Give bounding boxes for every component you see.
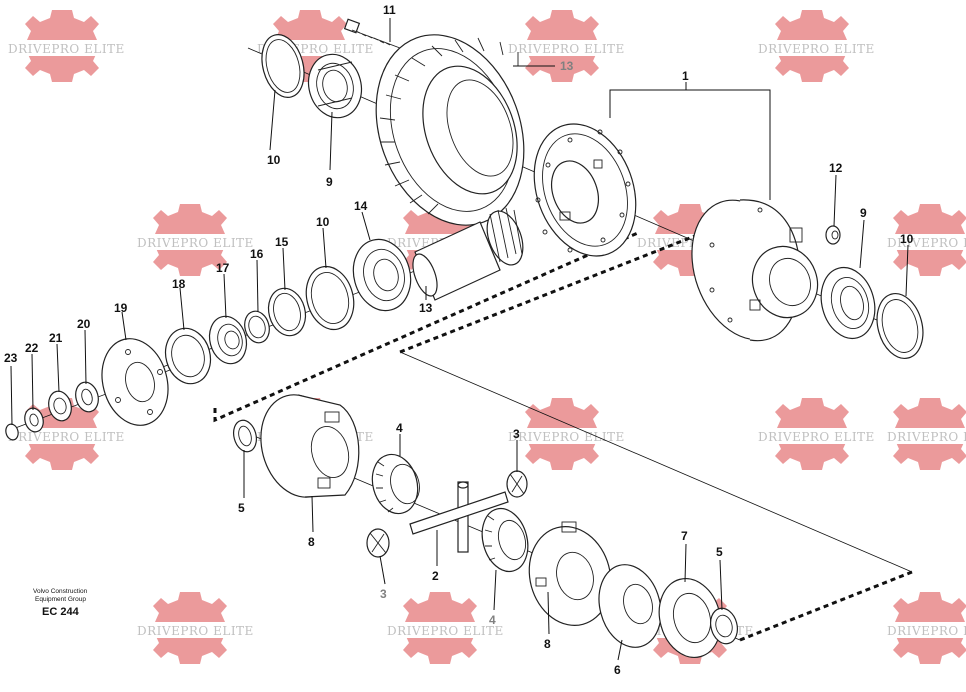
callout-11: 11 <box>383 3 396 17</box>
watermark-logo: DRIVEPRO ELITE <box>757 398 875 470</box>
watermark-logo: DRIVEPRO ELITE <box>875 204 966 276</box>
part-16-ring <box>244 310 270 344</box>
part-14-pinion-bearing <box>352 238 412 312</box>
watermark-logo: DRIVEPRO ELITE <box>757 10 875 82</box>
callout-4-upper: 4 <box>396 421 403 435</box>
svg-text:DRIVEPRO ELITE: DRIVEPRO ELITE <box>8 42 125 56</box>
callout-7: 7 <box>681 529 688 543</box>
callout-17: 17 <box>216 261 230 275</box>
callout-4-lower: 4 <box>489 613 496 627</box>
watermark-logo: DRIVEPRO ELITE <box>507 398 625 470</box>
callout-20: 20 <box>77 317 91 331</box>
callout-3-lower: 3 <box>380 587 387 601</box>
part-5-thrust-washer-right <box>710 607 738 645</box>
part-9-bearing-top <box>307 53 363 119</box>
part-4-side-gear-upper <box>371 453 420 515</box>
callout-labels: 1 11 10 9 13 12 9 10 14 10 13 15 16 17 1… <box>4 3 914 677</box>
company-name-line2: Equipment Group <box>35 596 86 603</box>
part-18-seal <box>164 327 212 385</box>
leader-lines <box>10 18 909 661</box>
part-8-diff-case-left <box>260 394 360 498</box>
callout-21: 21 <box>49 331 63 345</box>
callout-2: 2 <box>432 569 439 583</box>
watermark-logo: DRIVEPRO ELITE <box>7 398 125 470</box>
part-6-friction-disc <box>598 564 662 648</box>
svg-text:DRIVEPRO ELITE: DRIVEPRO ELITE <box>758 42 875 56</box>
part-10-shim-ring-top <box>261 34 305 98</box>
callout-18: 18 <box>172 277 186 291</box>
part-10-shim-ring-middle <box>305 265 355 331</box>
part-11-bolt <box>343 18 401 49</box>
part-3-spider-pinion-lower <box>366 528 390 558</box>
callout-19: 19 <box>114 301 128 315</box>
part-19-companion-flange <box>101 338 169 426</box>
callout-12: 12 <box>829 161 843 175</box>
callout-6: 6 <box>614 663 621 677</box>
diagram-code: EC 244 <box>42 606 80 618</box>
part-13-crown-wheel <box>375 34 525 226</box>
callout-10-middle: 10 <box>316 215 330 229</box>
callout-1: 1 <box>682 69 689 83</box>
svg-text:DRIVEPRO ELITE: DRIVEPRO ELITE <box>387 624 504 638</box>
part-20-washer <box>75 381 99 413</box>
watermark-logo: DRIVEPRO ELITE <box>135 592 254 664</box>
svg-text:DRIVEPRO ELITE: DRIVEPRO ELITE <box>887 624 966 638</box>
callout-14: 14 <box>354 199 368 213</box>
watermark-logo: DRIVEPRO ELITE <box>875 592 966 664</box>
callout-3-upper: 3 <box>513 427 520 441</box>
callout-8-left: 8 <box>308 535 315 549</box>
callout-15: 15 <box>275 235 289 249</box>
callout-16: 16 <box>250 247 264 261</box>
callout-5-left: 5 <box>238 501 245 515</box>
callout-9-top: 9 <box>326 175 333 189</box>
svg-text:DRIVEPRO ELITE: DRIVEPRO ELITE <box>758 430 875 444</box>
svg-text:DRIVEPRO ELITE: DRIVEPRO ELITE <box>137 624 254 638</box>
callout-9-right: 9 <box>860 206 867 220</box>
watermark-layer: DRIVEPRO ELITE DRIVEPRO ELITE DRIVEPRO E… <box>7 10 966 664</box>
part-8-diff-case-right <box>528 521 612 626</box>
callout-13-middle: 13 <box>419 301 433 315</box>
svg-text:DRIVEPRO ELITE: DRIVEPRO ELITE <box>887 236 966 250</box>
part-2-spider <box>409 481 509 553</box>
watermark-logo: DRIVEPRO ELITE <box>135 204 254 276</box>
svg-text:DRIVEPRO ELITE: DRIVEPRO ELITE <box>8 430 125 444</box>
part-15-spacer <box>267 287 307 337</box>
part-12-bush <box>825 225 841 245</box>
part-5-thrust-washer-left <box>232 419 258 453</box>
watermark-logo: DRIVEPRO ELITE <box>385 592 504 664</box>
part-17-bearing <box>208 315 248 365</box>
part-23-lock-ring <box>5 423 19 441</box>
watermark-logo: DRIVEPRO ELITE <box>507 10 625 82</box>
callout-13-top: 13 <box>560 59 574 73</box>
callout-8-right: 8 <box>544 637 551 651</box>
part-3-spider-pinion-upper <box>506 470 528 498</box>
part-1-differential-case-right <box>691 199 819 342</box>
part-21-nut <box>48 390 72 422</box>
part-1-differential-case-left <box>533 123 637 257</box>
svg-text:DRIVEPRO ELITE: DRIVEPRO ELITE <box>887 430 966 444</box>
footer-block: Volvo Construction Equipment Group EC 24… <box>33 588 88 618</box>
svg-text:DRIVEPRO ELITE: DRIVEPRO ELITE <box>137 236 254 250</box>
callout-22: 22 <box>25 341 39 355</box>
part-22-washer <box>24 407 44 433</box>
part-13-pinion <box>412 207 524 301</box>
part-4-side-gear-lower <box>481 507 529 573</box>
callout-10-top: 10 <box>267 153 281 167</box>
callout-23: 23 <box>4 351 18 365</box>
callout-5-right: 5 <box>716 545 723 559</box>
watermark-logo: DRIVEPRO ELITE <box>875 398 966 470</box>
watermark-logo: DRIVEPRO ELITE <box>7 10 125 82</box>
svg-text:DRIVEPRO ELITE: DRIVEPRO ELITE <box>508 430 625 444</box>
part-9-bearing-right <box>820 266 876 340</box>
part-7-disc <box>658 577 722 659</box>
part-10-shim-ring-right <box>876 293 924 359</box>
callout-10-right: 10 <box>900 232 914 246</box>
company-name-line1: Volvo Construction <box>33 588 88 595</box>
svg-text:DRIVEPRO ELITE: DRIVEPRO ELITE <box>508 42 625 56</box>
